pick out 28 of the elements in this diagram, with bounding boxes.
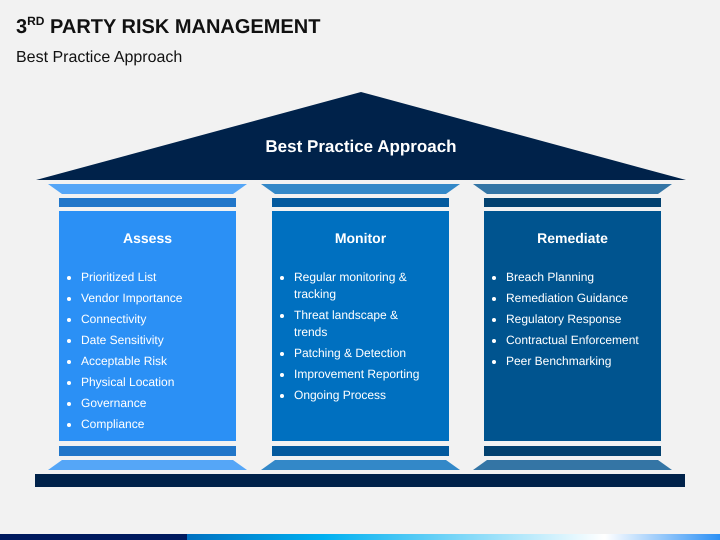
pillar-panel	[59, 211, 236, 441]
list-item: Acceptable Risk	[67, 353, 219, 370]
list-item: Breach Planning	[492, 269, 644, 286]
list-item: Prioritized List	[67, 269, 219, 286]
pillar-heading: Assess	[122, 229, 172, 247]
list-item: Peer Benchmarking	[492, 353, 644, 370]
list-item: Patching & Detection	[280, 345, 432, 362]
list-item: Governance	[67, 395, 219, 412]
pillar-panel	[484, 211, 661, 441]
list-item: Connectivity	[67, 311, 219, 328]
list-item: Remediation Guidance	[492, 290, 644, 307]
list-item: Improvement Reporting	[280, 366, 432, 383]
page-title: 3$^{RD}$ PARTY RISK MANAGEMENT	[16, 16, 320, 39]
list-item: Physical Location	[67, 374, 219, 391]
subtitle: Best Practice Approach	[16, 49, 182, 67]
pillar-panel	[272, 211, 449, 441]
list-item: Regulatory Response	[492, 311, 644, 328]
list-item: Threat landscape & trends	[280, 307, 432, 341]
roof-triangle	[36, 92, 686, 180]
list-item: Date Sensitivity	[67, 332, 219, 349]
pillar-heading: Remediate	[537, 229, 608, 247]
roof-title: Best Practice Approach	[265, 137, 457, 157]
pillar-heading: Monitor	[334, 229, 386, 247]
list-item: Compliance	[67, 416, 219, 433]
list-item: Ongoing Process	[280, 387, 432, 404]
list-item: Regular monitoring & tracking	[280, 269, 432, 303]
list-item: Contractual Enforcement	[492, 332, 644, 349]
list-item: Vendor Importance	[67, 290, 219, 307]
